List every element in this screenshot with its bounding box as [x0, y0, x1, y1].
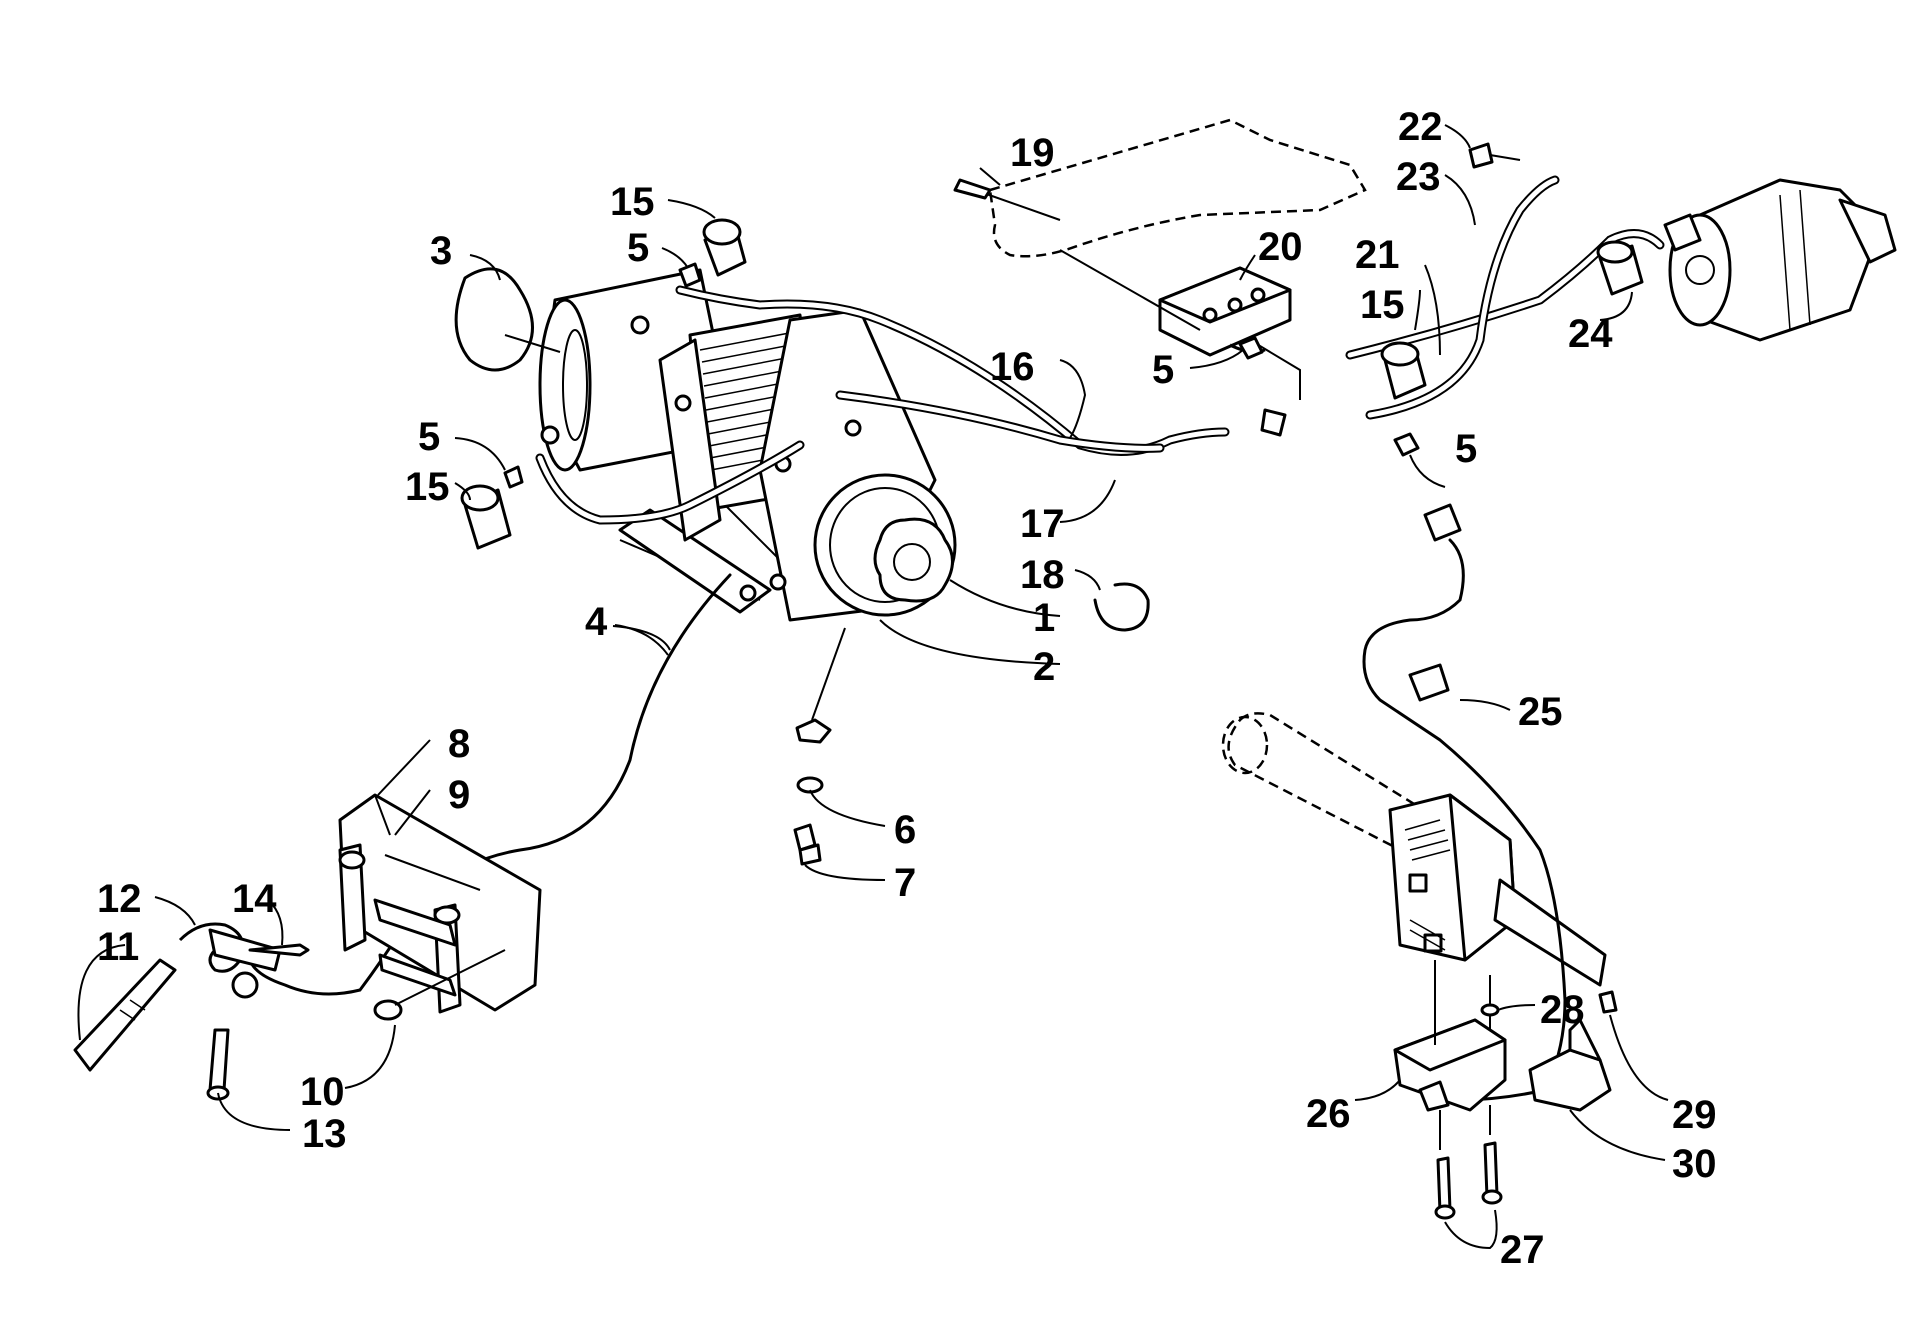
- switch-screw-small: [1598, 990, 1669, 1101]
- callout-19: 19: [1010, 131, 1055, 175]
- switch-bracket: [1528, 1018, 1666, 1161]
- winch-assembly: [538, 268, 957, 622]
- callout-29: 29: [1672, 1093, 1717, 1137]
- winch-switch: [1388, 793, 1607, 987]
- callout-24: 24: [1568, 312, 1613, 356]
- winch-cables: [535, 285, 1230, 525]
- callout-1: 1: [1033, 596, 1055, 640]
- callout-4: 4: [585, 600, 608, 644]
- switch-texture: [1404, 819, 1451, 951]
- solenoid-nuts: [1189, 336, 1446, 488]
- callout-11: 11: [97, 925, 139, 969]
- callout-5-upper-winch: 5: [627, 226, 649, 270]
- callout-16: 16: [990, 345, 1035, 389]
- callout-30: 30: [1672, 1142, 1717, 1186]
- switch-screws: [1434, 1105, 1503, 1250]
- callout-22: 22: [1398, 105, 1443, 149]
- callout-15-lower-winch: 15: [405, 465, 450, 509]
- callout-5-solenoid-left: 5: [1152, 348, 1174, 392]
- callout-21: 21: [1355, 233, 1400, 277]
- callout-26: 26: [1306, 1092, 1351, 1136]
- callout-15-upper-winch: 15: [610, 180, 655, 224]
- fairlead-bolt: [344, 949, 506, 1089]
- snap-ring: [1074, 569, 1150, 632]
- callout-5-lower-winch: 5: [418, 415, 440, 459]
- callout-20: 20: [1258, 225, 1303, 269]
- motor-end-cap: [454, 267, 561, 372]
- starter-terminal-boot: [1596, 240, 1644, 321]
- switch-harness: [1362, 503, 1567, 1102]
- washer-and-bolt: [793, 627, 886, 881]
- callout-23: 23: [1396, 155, 1441, 199]
- solenoid: [1059, 249, 1301, 437]
- callout-27: 27: [1500, 1228, 1545, 1272]
- callout-9: 9: [448, 773, 470, 817]
- callout-7: 7: [894, 861, 916, 905]
- callout-17: 17: [1020, 502, 1065, 546]
- switch-housing-lower: [1354, 960, 1507, 1112]
- hook-assembly: [73, 896, 310, 1131]
- callout-25: 25: [1518, 690, 1563, 734]
- callout-12: 12: [97, 877, 142, 921]
- callout-8: 8: [448, 722, 470, 766]
- callout-labels: 1 2 3 4 5 5 5 5 6 7 8 9 10 11 12 13 14 1…: [97, 105, 1717, 1272]
- handlebar-grip: [1221, 712, 1449, 862]
- callout-6: 6: [894, 808, 916, 852]
- ground-bolt: [1444, 124, 1521, 169]
- callout-2: 2: [1033, 645, 1055, 689]
- callout-5-solenoid-right: 5: [1455, 427, 1477, 471]
- solenoid-terminal-boot: [1380, 341, 1427, 400]
- callout-15-solenoid: 15: [1360, 283, 1405, 327]
- callout-13: 13: [302, 1112, 347, 1156]
- roller-fairlead: [338, 739, 542, 1014]
- callout-18: 18: [1020, 553, 1065, 597]
- starter-cables: [1345, 174, 1665, 420]
- terminal-boot-lower: [460, 465, 524, 550]
- mounting-bracket: [953, 118, 1367, 258]
- callout-3: 3: [430, 229, 452, 273]
- starter-motor: [1663, 178, 1897, 342]
- terminal-boot-upper: [678, 218, 747, 288]
- callout-28: 28: [1540, 988, 1585, 1032]
- callout-10: 10: [300, 1070, 345, 1114]
- callout-14: 14: [232, 877, 277, 921]
- switch-washer: [1480, 1003, 1536, 1017]
